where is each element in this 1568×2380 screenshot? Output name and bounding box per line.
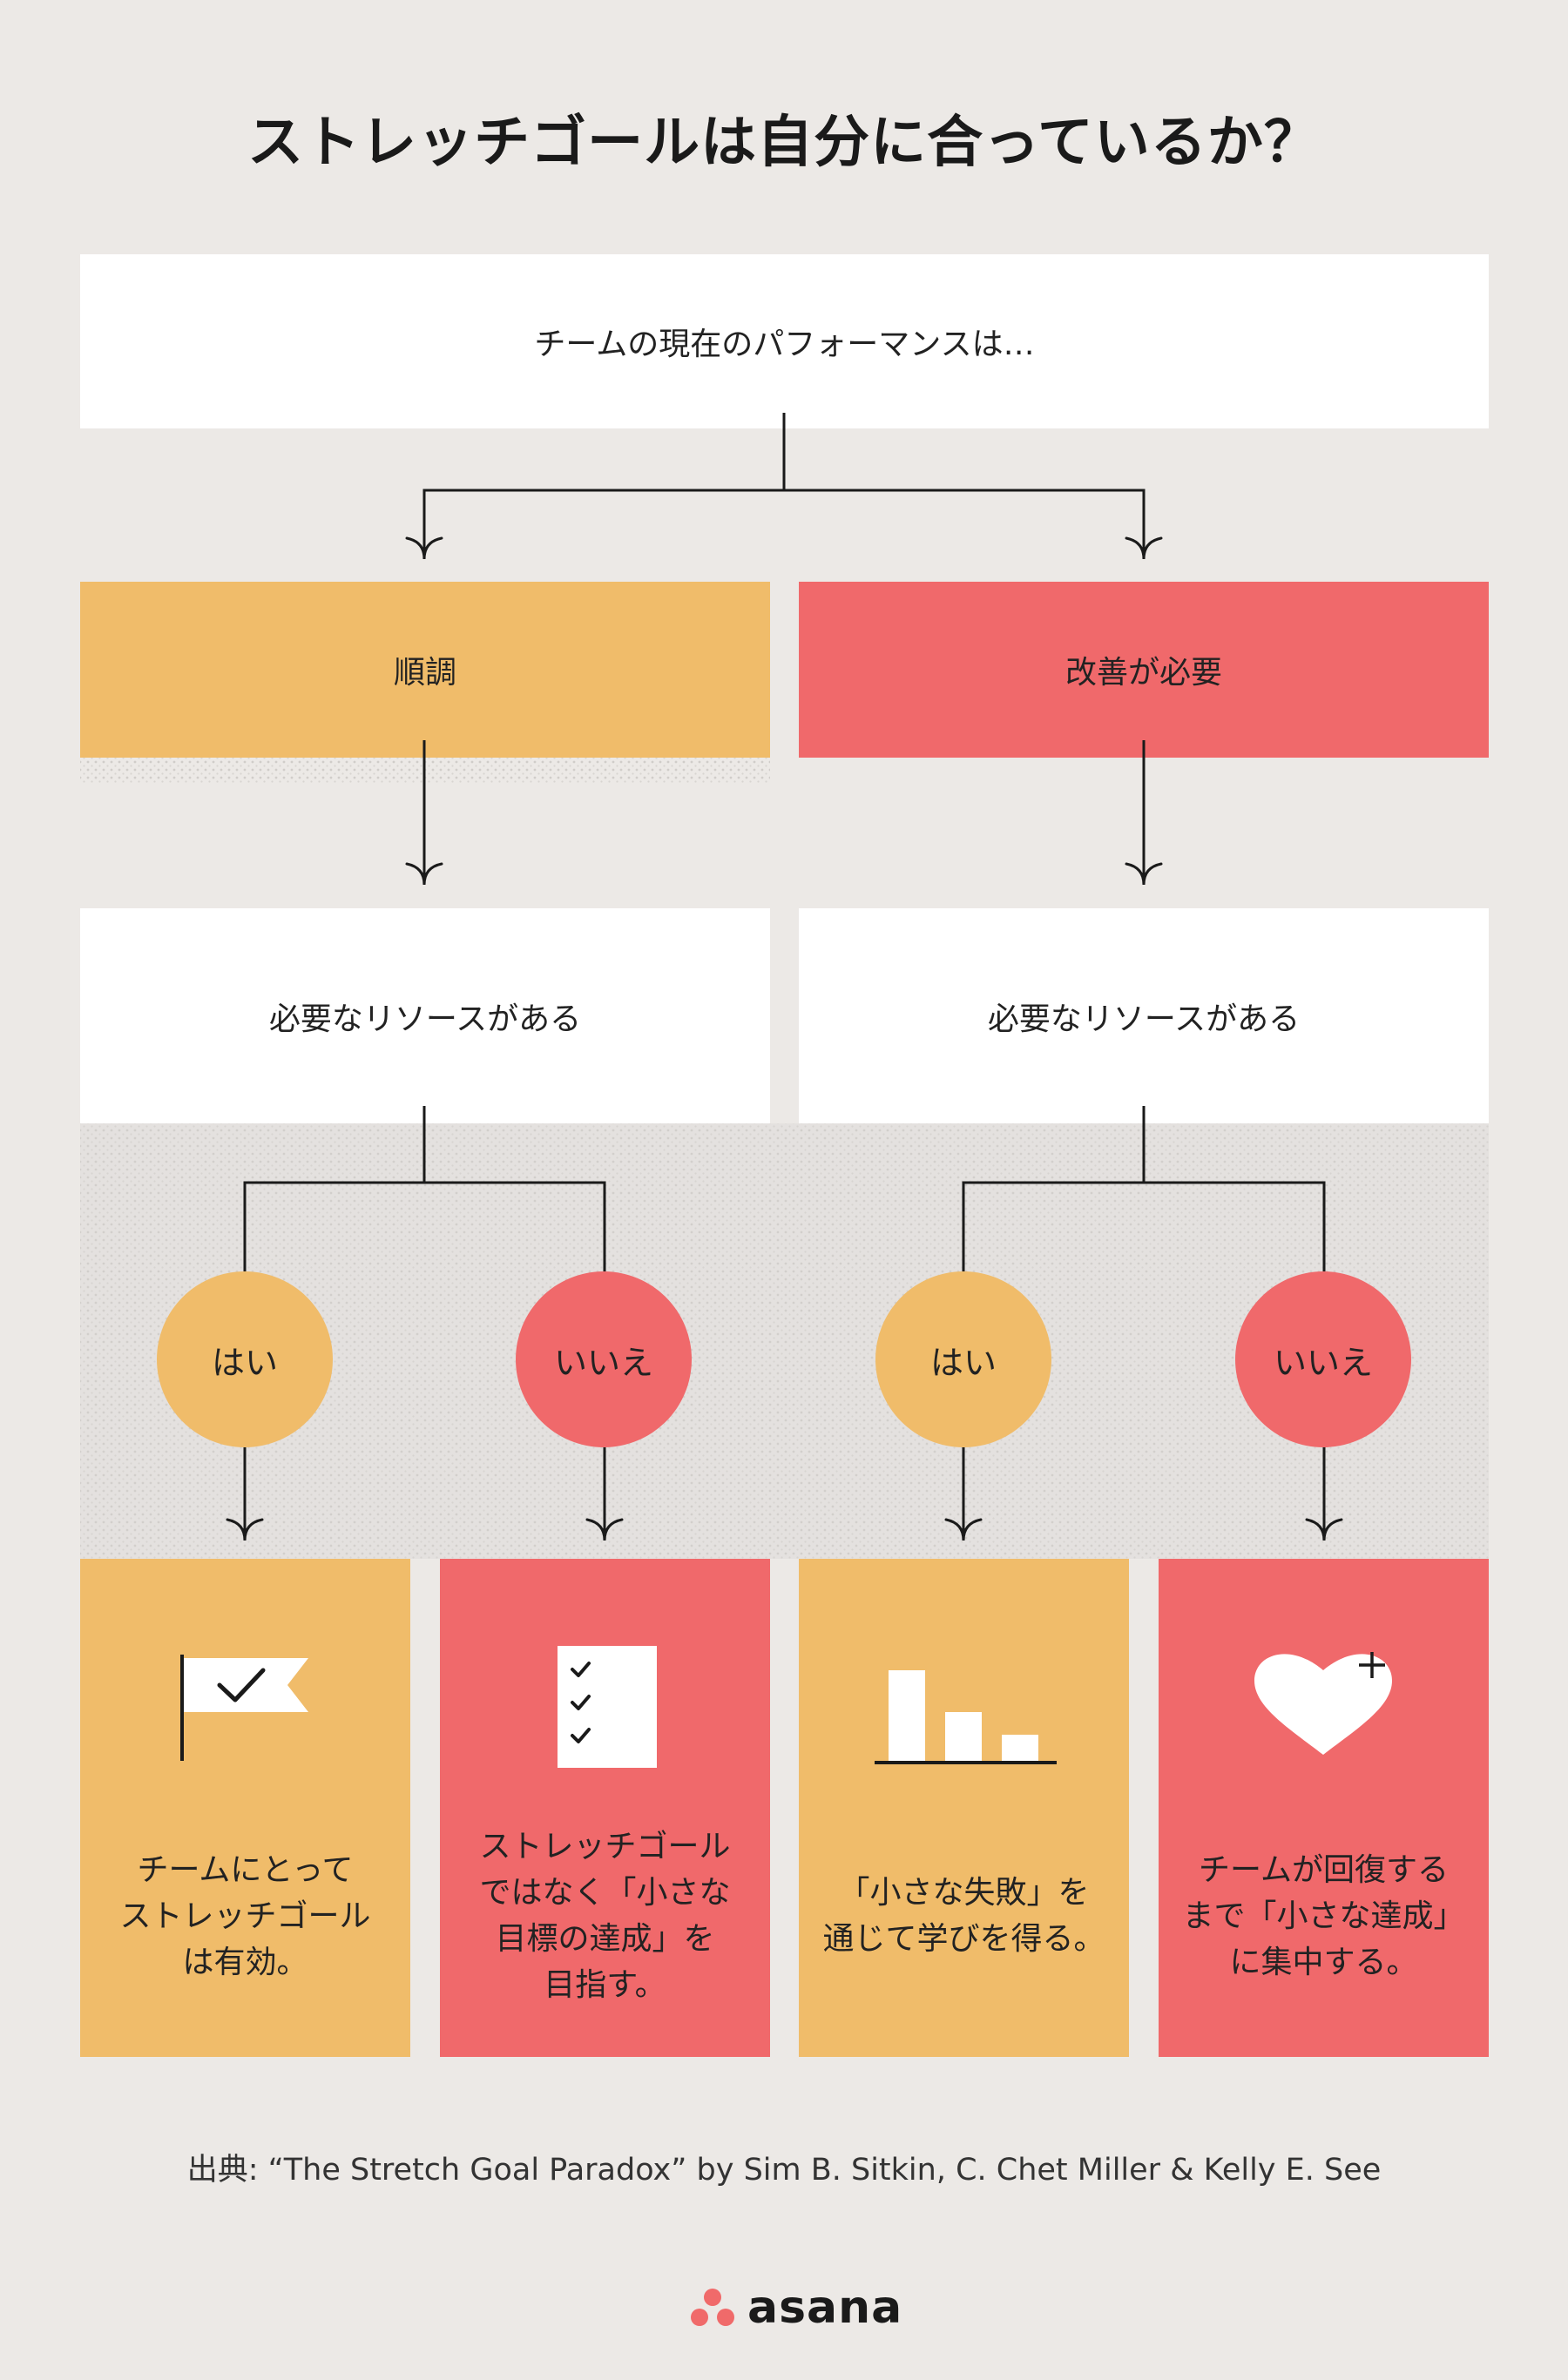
outcome-text: チームにとって ストレッチゴール は有効。 bbox=[119, 1851, 371, 1980]
question-box: チームの現在のパフォーマンスは… bbox=[80, 254, 1489, 428]
outcome-card-small-failures: 「小さな失敗」を 通じて学びを得る。 bbox=[799, 1559, 1129, 2057]
no-circle: いいえ bbox=[516, 1271, 692, 1447]
asana-logo: asana bbox=[690, 2282, 902, 2334]
no-label: いいえ bbox=[1273, 1343, 1373, 1382]
branch-label: 改善が必要 bbox=[1064, 655, 1222, 691]
yes-label: はい bbox=[929, 1343, 997, 1382]
outcome-card-stretch-goal: チームにとって ストレッチゴール は有効。 bbox=[80, 1559, 410, 2057]
flag-check-icon bbox=[180, 1655, 308, 1761]
heart-plus-icon bbox=[1254, 1652, 1392, 1755]
outcome-text: チームが回復する まで「小さな達成」 に集中する。 bbox=[1182, 1851, 1465, 1980]
resource-question-text: 必要なリソースがある bbox=[268, 1001, 582, 1037]
textured-band-left bbox=[80, 758, 770, 784]
checklist-icon bbox=[558, 1646, 657, 1768]
outcome-card-recovery: チームが回復する まで「小さな達成」 に集中する。 bbox=[1159, 1559, 1489, 2057]
yes-circle: はい bbox=[157, 1271, 333, 1447]
source-citation: 出典: “The Stretch Goal Paradox” by Sim B.… bbox=[186, 2153, 1382, 2188]
branch-needs-improvement-box: 改善が必要 bbox=[799, 582, 1489, 758]
outcome-text: ストレッチゴール ではなく「小さな 目標の達成」を 目指す。 bbox=[479, 1829, 731, 2003]
branch-on-track-box: 順調 bbox=[80, 582, 770, 758]
branch-label: 順調 bbox=[393, 655, 456, 691]
yes-circle: はい bbox=[875, 1271, 1051, 1447]
no-circle: いいえ bbox=[1235, 1271, 1411, 1447]
bar-chart-decreasing-icon bbox=[875, 1670, 1057, 1764]
resource-question-box-right: 必要なリソースがある bbox=[799, 908, 1489, 1123]
outcome-text: 「小さな失敗」を 通じて学びを得る。 bbox=[822, 1875, 1105, 1957]
resource-question-box-left: 必要なリソースがある bbox=[80, 908, 770, 1123]
resource-question-text: 必要なリソースがある bbox=[987, 1001, 1301, 1037]
outcome-card-small-goals: ストレッチゴール ではなく「小さな 目標の達成」を 目指す。 bbox=[440, 1559, 770, 2057]
logo-wordmark: asana bbox=[747, 2282, 903, 2334]
question-text: チームの現在のパフォーマンスは… bbox=[534, 327, 1035, 362]
asana-dots-icon bbox=[691, 2289, 734, 2326]
page-title: ストレッチゴールは自分に合っているか？ bbox=[247, 111, 1321, 175]
no-label: いいえ bbox=[553, 1343, 653, 1382]
yes-label: はい bbox=[211, 1343, 278, 1382]
